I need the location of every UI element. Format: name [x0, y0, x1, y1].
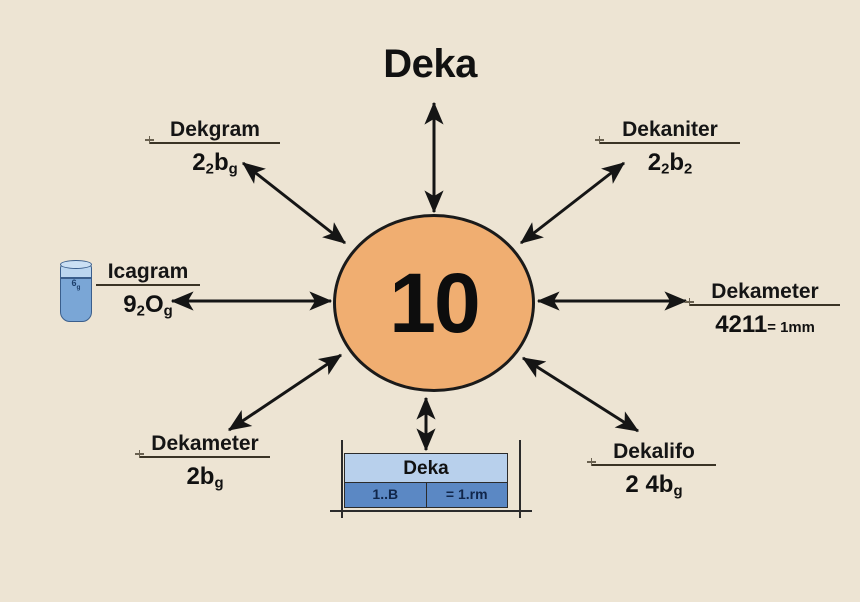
bottom-table-row: 1..B = 1.rm	[344, 483, 508, 508]
beaker-icon: 6g	[60, 260, 94, 326]
page-title: Deka	[383, 42, 477, 86]
plus-tick-icon	[145, 136, 154, 145]
label-left-rule	[96, 284, 200, 290]
label-bottom-left-denominator: 2bg	[186, 463, 224, 492]
label-bottom-right-numerator: Dekalifo	[613, 440, 695, 463]
label-left: Icagram 92Og	[96, 260, 200, 321]
label-right-numerator: Dekameter	[711, 280, 819, 303]
plus-tick-icon	[685, 298, 694, 307]
label-top-right-rule	[595, 136, 740, 148]
beaker-body	[60, 264, 92, 322]
label-left-numerator: Icagram	[107, 260, 189, 283]
label-right-denominator: 4211= 1mm	[715, 311, 815, 339]
label-bottom-left-numerator: Dekameter	[151, 432, 259, 455]
bottom-table-header: Deka	[344, 453, 508, 483]
connector-bottom-left	[228, 353, 342, 432]
plus-tick-icon	[135, 450, 144, 459]
label-top-left-rule	[145, 136, 280, 148]
label-right: Dekameter 4211= 1mm	[685, 280, 840, 340]
table-baseline	[330, 510, 532, 512]
label-bottom-right-denominator: 2 4bg	[625, 471, 683, 500]
label-top-right-numerator: Dekaniter	[622, 118, 718, 141]
connector-bottom-right	[521, 356, 640, 433]
center-node-value: 10	[389, 256, 480, 350]
label-top-right-denominator: 22b2	[647, 149, 693, 178]
beaker-liquid-level	[61, 277, 91, 279]
table-left-bracket	[341, 440, 343, 518]
plus-tick-icon	[587, 458, 596, 467]
label-top-left-denominator: 22bg	[192, 149, 238, 178]
label-bottom-left: Dekameter 2bg	[135, 432, 270, 493]
bottom-table-cell-right: = 1.rm	[445, 486, 488, 502]
label-bottom-right: Dekalifo 2 4bg	[587, 440, 716, 501]
label-bottom-right-rule	[587, 458, 716, 470]
label-right-rule	[685, 298, 840, 310]
center-node: 10	[333, 214, 535, 392]
label-bottom-left-rule	[135, 450, 270, 462]
beaker-rim	[60, 260, 92, 269]
bottom-table-cell-left: 1..B	[345, 483, 427, 507]
table-right-bracket	[519, 440, 521, 518]
label-top-right: Dekaniter 22b2	[595, 118, 740, 179]
label-top-left-numerator: Dekgram	[170, 118, 260, 141]
plus-tick-icon	[595, 136, 604, 145]
label-top-left: Dekgram 22bg	[145, 118, 280, 179]
beaker-label: 6g	[71, 278, 81, 291]
label-left-denominator: 92Og	[123, 291, 173, 320]
bottom-table: Deka 1..B = 1.rm	[344, 453, 508, 508]
